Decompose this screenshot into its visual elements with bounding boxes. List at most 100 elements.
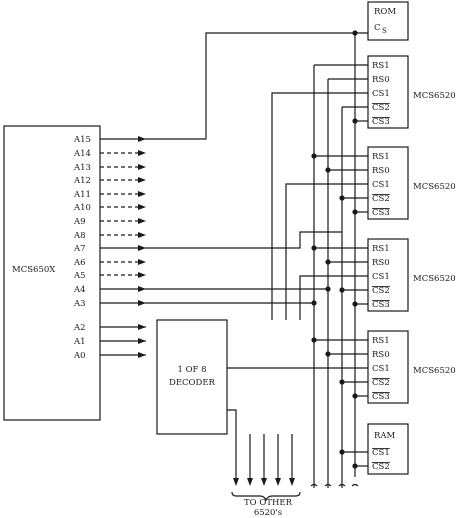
- pia-1-pin-cs2: CS2: [372, 103, 390, 113]
- cpu-pin-label-a5: A5: [73, 271, 86, 281]
- decoder-down-arrow-2: [247, 478, 253, 486]
- pia-4-pin-cs2: CS2: [372, 378, 390, 388]
- cpu-pin-arrow-a13: [138, 164, 146, 170]
- pia-3-pin-cs2: CS2: [372, 286, 390, 296]
- cpu-pin-arrow-a11: [138, 191, 146, 197]
- pia-3-pin-cs3: CS3: [372, 300, 390, 310]
- cpu-pin-label-a6: A6: [73, 258, 86, 268]
- bus-termination-2: [324, 483, 332, 487]
- pia-3-pin-rs0: RS0: [372, 258, 390, 268]
- ram-pin-cs1: CS1: [372, 448, 390, 458]
- cpu-pin-arrow-a14: [138, 150, 146, 156]
- cpu-pin-arrow-a9: [138, 218, 146, 224]
- a7-to-cs1-bus-wire: [146, 231, 342, 249]
- cpu-pin-label-a1: A1: [73, 337, 86, 347]
- cpu-pin-label-a10: A10: [73, 203, 91, 213]
- cpu-pin-label-a0: A0: [73, 351, 86, 361]
- ram-cs2-dot: [352, 463, 358, 469]
- cpu-pin-label-a15: A15: [73, 135, 91, 145]
- cs3-dot-3: [352, 301, 358, 307]
- decoder-out-3-cs1-wire: [299, 275, 368, 320]
- cpu-pin-arrow-a12: [138, 177, 146, 183]
- rom-cs-pin-subscript: S: [382, 27, 387, 35]
- cpu-pin-label-a12: A12: [73, 176, 91, 186]
- bus-termination-3: [338, 483, 346, 487]
- ram-chip-label: RAM: [374, 431, 396, 441]
- rs0-dot-4: [325, 351, 331, 357]
- pia-1-pin-cs1: CS1: [372, 89, 390, 99]
- cpu-pin-label-a4: A4: [73, 285, 86, 295]
- cpu-pin-arrow-a6: [138, 259, 146, 265]
- footer-label-line1: TO OTHER: [244, 498, 293, 508]
- decoder-down-arrow-1: [233, 478, 239, 486]
- decoder-label-line2: DECODER: [169, 378, 216, 388]
- pia-3-pin-rs1: RS1: [372, 244, 390, 254]
- pia-1-pin-cs3: CS3: [372, 117, 390, 127]
- pia-2-pin-cs2: CS2: [372, 194, 390, 204]
- pia-chip-box-3: [367, 238, 409, 312]
- decoder-down-arrow-4: [275, 478, 281, 486]
- a3-dot: [311, 300, 317, 306]
- pia-4-pin-cs3: CS3: [372, 392, 390, 402]
- pia-1-pin-rs0: RS0: [372, 75, 390, 85]
- footer-label-line2: 6520's: [254, 508, 282, 518]
- footer-brace: [231, 491, 301, 502]
- cs2-dot-2: [339, 195, 345, 201]
- cpu-pin-arrow-a10: [138, 204, 146, 210]
- decoder-out-2-cs1-wire: [285, 183, 368, 320]
- cpu-pin-arrow-a5: [138, 272, 146, 278]
- pia-2-pin-rs0: RS0: [372, 166, 390, 176]
- cs3-dot-2: [352, 209, 358, 215]
- cpu-pin-label-a3: A3: [73, 299, 86, 309]
- cpu-pin-label-a2: A2: [73, 323, 86, 333]
- pia-2-pin-rs1: RS1: [372, 152, 390, 162]
- cpu-pin-label-a13: A13: [73, 163, 91, 173]
- rs1-dot-4: [311, 337, 317, 343]
- pia-chip-box-4: [367, 330, 409, 404]
- pia-chip-label-2: MCS6520: [413, 182, 456, 192]
- a15-to-rom-wire: [146, 32, 368, 140]
- bus-termination-1: [310, 483, 318, 487]
- rom-chip-label: ROM: [374, 7, 396, 17]
- cpu-pin-label-a9: A9: [73, 217, 86, 227]
- rs1-dot-3: [311, 245, 317, 251]
- bus-termination-4: [351, 483, 359, 487]
- cpu-pin-label-a11: A11: [73, 190, 91, 200]
- cs2-dot-3: [339, 287, 345, 293]
- pia-chip-label-3: MCS6520: [413, 274, 456, 284]
- pia-chip-label-1: MCS6520: [413, 91, 456, 101]
- cs3-dot-4: [352, 393, 358, 399]
- cs2-dot-4: [339, 379, 345, 385]
- ram-pin-cs2: CS2: [372, 462, 390, 472]
- pia-2-pin-cs3: CS3: [372, 208, 390, 218]
- cpu-pin-label-a14: A14: [73, 149, 91, 159]
- pia-2-pin-cs1: CS1: [372, 180, 390, 190]
- ram-cs1-dot: [339, 449, 345, 455]
- decoder-out-1-cs1-wire: [271, 92, 368, 320]
- decoder-box: [156, 319, 228, 435]
- a4-dot: [325, 286, 331, 292]
- cpu-pin-label-a8: A8: [73, 231, 86, 241]
- pia-chip-label-4: MCS6520: [413, 366, 456, 376]
- cpu-chip-box: [3, 125, 101, 421]
- cpu-chip-label: MCS650X: [12, 265, 56, 275]
- pia-4-pin-rs0: RS0: [372, 350, 390, 360]
- rom-chip-box: [367, 1, 409, 41]
- cpu-pin-arrow-a8: [138, 232, 146, 238]
- decoder-down-arrow-3: [261, 478, 267, 486]
- pia-1-pin-rs1: RS1: [372, 61, 390, 71]
- cs3-dot-1: [352, 118, 358, 124]
- pia-chip-box-1: [367, 55, 409, 129]
- ram-chip-box: [367, 423, 409, 475]
- cpu-pin-label-a7: A7: [73, 244, 86, 254]
- rom-cs-pin-label: C: [374, 23, 381, 33]
- rs0-dot-3: [325, 259, 331, 265]
- rs0-dot-2: [325, 167, 331, 173]
- decoder-label-line1: 1 OF 8: [177, 365, 206, 375]
- pia-3-pin-cs1: CS1: [372, 272, 390, 282]
- decoder-down-arrow-5: [289, 478, 295, 486]
- pia-4-pin-cs1: CS1: [372, 364, 390, 374]
- pia-chip-box-2: [367, 146, 409, 220]
- pia-4-pin-rs1: RS1: [372, 336, 390, 346]
